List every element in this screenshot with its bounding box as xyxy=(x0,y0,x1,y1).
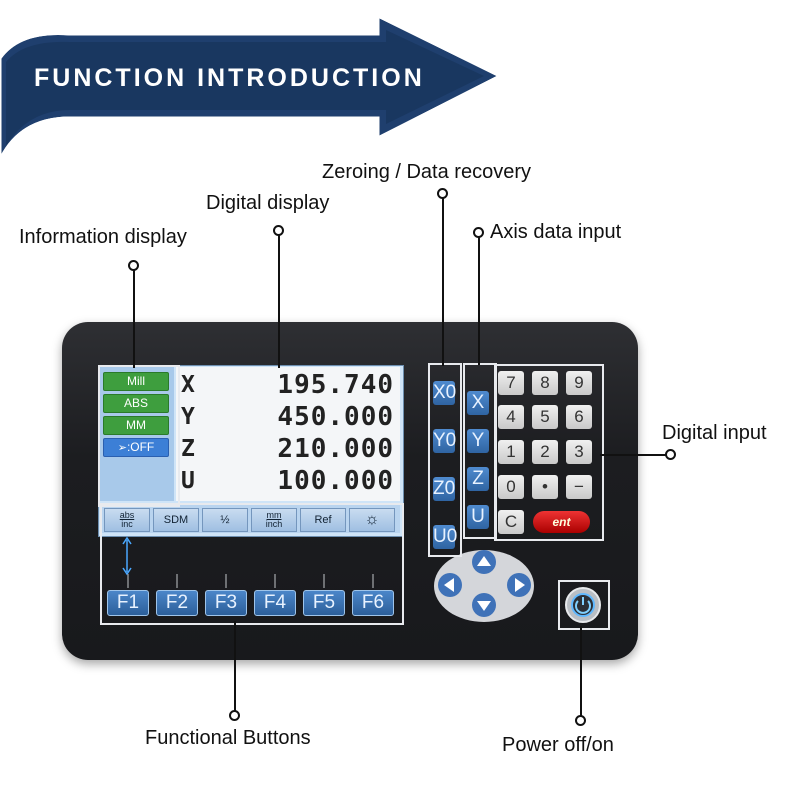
axis-label-z: Z xyxy=(181,436,195,462)
axis-label-u: U xyxy=(181,468,195,494)
axis-value-y: 450.000 xyxy=(277,402,394,432)
direction-pad xyxy=(434,550,534,622)
f6-button[interactable]: F6 xyxy=(352,590,394,616)
fbuttons-callout-line xyxy=(234,621,236,711)
fbuttons-callout-dot xyxy=(229,710,240,721)
axis-value-u: 100.000 xyxy=(277,466,394,496)
unit-badge: MM xyxy=(103,416,169,435)
axis-label-x: X xyxy=(181,372,195,398)
digital-input-callout-dot xyxy=(665,449,676,460)
digital-input-callout-line xyxy=(600,454,666,456)
power-callout-dot xyxy=(575,715,586,726)
axis-callout-line xyxy=(478,235,480,365)
power-box xyxy=(558,580,610,630)
axis-label-y: Y xyxy=(181,404,195,430)
zero-y-button[interactable]: Y0 xyxy=(433,429,457,453)
mm-inch-softkey[interactable]: mm inch xyxy=(251,508,297,532)
info-display-box xyxy=(98,365,180,507)
axis-callout-dot xyxy=(473,227,484,238)
banner-arrow xyxy=(0,13,504,161)
zero-z-button[interactable]: Z0 xyxy=(433,477,456,501)
mode-badge: Mill xyxy=(103,372,169,391)
key-clear[interactable]: C xyxy=(498,510,524,534)
settings-softkey[interactable]: ☼ xyxy=(349,508,395,532)
up-arrow-icon[interactable] xyxy=(470,549,498,575)
enter-button[interactable]: ent xyxy=(533,511,590,533)
abs-inc-softkey[interactable]: abs inc xyxy=(104,508,150,532)
key-5[interactable]: 5 xyxy=(532,405,558,429)
gear-icon: ☼ xyxy=(364,511,380,528)
zeroing-callout-dot xyxy=(437,188,448,199)
info-callout-line xyxy=(133,268,135,368)
key-1[interactable]: 1 xyxy=(498,440,524,464)
f3-button[interactable]: F3 xyxy=(205,590,247,616)
f5-button[interactable]: F5 xyxy=(303,590,345,616)
key-9[interactable]: 9 xyxy=(566,371,592,395)
power-callout-line xyxy=(580,626,582,716)
zeroing-callout-line xyxy=(442,196,444,366)
axis-x-button[interactable]: X xyxy=(467,391,489,415)
digital-input-label: Digital input xyxy=(662,422,767,444)
up-down-arrow-icon xyxy=(122,536,132,576)
key-4[interactable]: 4 xyxy=(498,405,524,429)
key-dot[interactable]: • xyxy=(532,475,558,499)
ref-softkey[interactable]: Ref xyxy=(300,508,346,532)
arrow-icon: ➢ xyxy=(117,442,127,454)
display-callout-line xyxy=(278,233,280,368)
key-6[interactable]: 6 xyxy=(566,405,592,429)
digital-display xyxy=(176,367,400,501)
key-7[interactable]: 7 xyxy=(498,371,524,395)
power-icon[interactable] xyxy=(563,585,603,625)
key-8[interactable]: 8 xyxy=(532,371,558,395)
function-buttons-box xyxy=(100,503,404,625)
axis-value-x: 195.740 xyxy=(277,370,394,400)
key-2[interactable]: 2 xyxy=(532,440,558,464)
display-callout-dot xyxy=(273,225,284,236)
axis-z-button[interactable]: Z xyxy=(467,467,489,491)
banner-title: FUNCTION INTRODUCTION xyxy=(34,64,425,92)
right-arrow-icon[interactable] xyxy=(505,572,533,598)
zeroing-label: Zeroing / Data recovery xyxy=(322,161,531,183)
zero-u-button[interactable]: U0 xyxy=(433,525,458,549)
axis-y-button[interactable]: Y xyxy=(467,429,489,453)
key-3[interactable]: 3 xyxy=(566,440,592,464)
f2-button[interactable]: F2 xyxy=(156,590,198,616)
axis-data-input-label: Axis data input xyxy=(490,221,622,243)
key-0[interactable]: 0 xyxy=(498,475,524,499)
sdm-softkey[interactable]: SDM xyxy=(153,508,199,532)
f1-button[interactable]: F1 xyxy=(107,590,149,616)
info-display-label: Information display xyxy=(19,226,187,248)
axis-input-box xyxy=(463,363,497,539)
zero-x-button[interactable]: X0 xyxy=(433,381,457,405)
f4-button[interactable]: F4 xyxy=(254,590,296,616)
fkey-connectors xyxy=(127,574,374,588)
axis-u-button[interactable]: U xyxy=(467,505,489,529)
zeroing-box xyxy=(428,363,462,557)
digital-input-box xyxy=(494,364,604,541)
digital-display-label: Digital display xyxy=(206,192,330,214)
info-callout-dot xyxy=(128,260,139,271)
status-badge: ➢:OFF xyxy=(103,438,169,457)
half-softkey[interactable]: ½ xyxy=(202,508,248,532)
axis-value-z: 210.000 xyxy=(277,434,394,464)
left-arrow-icon[interactable] xyxy=(436,572,464,598)
functional-buttons-label: Functional Buttons xyxy=(145,727,311,749)
coord-badge: ABS xyxy=(103,394,169,413)
key-minus[interactable]: − xyxy=(566,475,592,499)
down-arrow-icon[interactable] xyxy=(470,592,498,618)
power-label: Power off/on xyxy=(502,734,614,756)
